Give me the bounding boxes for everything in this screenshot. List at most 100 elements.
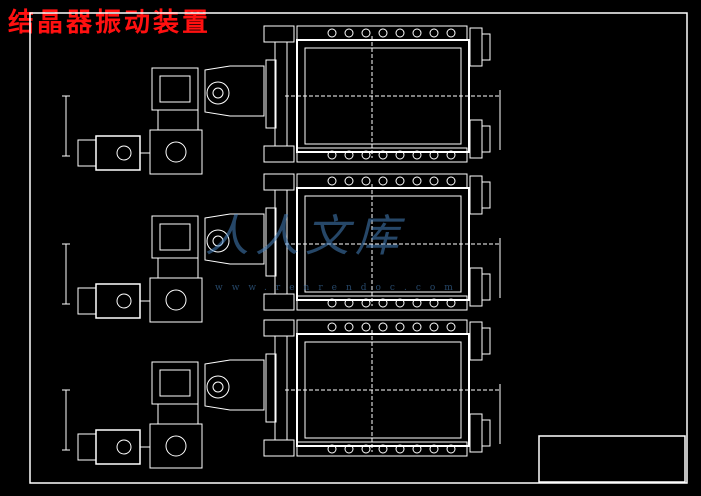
bolt-hole <box>361 444 371 454</box>
gearbox <box>151 67 199 111</box>
right-bolt <box>481 419 491 447</box>
watermark-url: www.renrendoc.com <box>215 283 462 293</box>
right-bolt <box>481 33 491 61</box>
gearbox-inner <box>159 223 191 251</box>
motor <box>95 135 141 171</box>
border-frame <box>29 12 688 484</box>
bolt-hole <box>412 322 422 332</box>
reducer-gear <box>165 435 187 457</box>
motor-end <box>77 287 97 315</box>
bolt-hole <box>429 176 439 186</box>
lever-arm <box>204 359 265 411</box>
bolt-hole <box>361 176 371 186</box>
bolt-hole <box>378 298 388 308</box>
motor-shaft <box>116 439 132 455</box>
bolt-hole <box>395 444 405 454</box>
left-plate <box>265 353 277 423</box>
bolt-hole <box>344 150 354 160</box>
bolt-hole <box>395 298 405 308</box>
motor <box>95 429 141 465</box>
bolt-hole <box>429 28 439 38</box>
bolt-hole <box>446 28 456 38</box>
left-clamp <box>263 439 295 457</box>
top-beam <box>296 25 468 41</box>
gearbox <box>151 361 199 405</box>
left-clamp <box>263 25 295 43</box>
right-flange <box>469 175 483 215</box>
bolt-hole <box>378 176 388 186</box>
drawing-title: 结晶器振动装置 <box>8 8 212 38</box>
left-clamp <box>263 145 295 163</box>
bolt-hole <box>327 28 337 38</box>
eccentric-hub <box>212 235 224 247</box>
lever-arm <box>204 213 265 265</box>
bolt-hole <box>344 298 354 308</box>
left-plate <box>265 59 277 129</box>
bolt-hole <box>378 322 388 332</box>
gearbox-inner <box>159 369 191 397</box>
bolt-hole <box>378 28 388 38</box>
bolt-hole <box>429 150 439 160</box>
top-beam <box>296 173 468 189</box>
bolt-hole <box>446 298 456 308</box>
left-clamp <box>263 319 295 337</box>
bolt-hole <box>446 176 456 186</box>
bolt-hole <box>327 150 337 160</box>
bolt-hole <box>395 28 405 38</box>
vibration-unit <box>62 25 501 175</box>
top-beam <box>296 319 468 335</box>
bolt-hole <box>344 176 354 186</box>
bolt-hole <box>327 322 337 332</box>
vibration-unit <box>62 173 501 323</box>
bolt-hole <box>429 322 439 332</box>
bolt-hole <box>361 150 371 160</box>
left-clamp <box>263 173 295 191</box>
bottom-beam <box>296 441 468 457</box>
left-column <box>274 189 288 295</box>
bolt-hole <box>412 150 422 160</box>
bolt-hole <box>344 28 354 38</box>
motor-shaft <box>116 293 132 309</box>
bolt-hole <box>412 298 422 308</box>
bolt-hole <box>412 444 422 454</box>
gearbox-inner <box>159 75 191 103</box>
bolt-hole <box>395 176 405 186</box>
vibration-units <box>62 25 501 469</box>
left-clamp <box>263 293 295 311</box>
bolt-hole <box>327 444 337 454</box>
coupling <box>157 257 199 279</box>
right-flange <box>469 267 483 307</box>
bolt-hole <box>395 150 405 160</box>
left-plate <box>265 207 277 277</box>
right-bolt <box>481 181 491 209</box>
right-bolt <box>481 327 491 355</box>
bolt-hole <box>412 28 422 38</box>
bolt-hole <box>446 322 456 332</box>
bottom-beam <box>296 295 468 311</box>
bolt-hole <box>361 322 371 332</box>
bolt-hole <box>378 150 388 160</box>
motor-end <box>77 139 97 167</box>
bolt-hole <box>429 298 439 308</box>
eccentric-wheel <box>206 81 230 105</box>
reducer <box>149 277 203 323</box>
coupling <box>157 403 199 425</box>
gearbox <box>151 215 199 259</box>
left-column <box>274 41 288 147</box>
bolt-hole <box>412 176 422 186</box>
bolt-hole <box>344 322 354 332</box>
reducer <box>149 423 203 469</box>
bolt-hole <box>446 150 456 160</box>
vibration-unit <box>62 319 501 469</box>
bolt-hole <box>327 176 337 186</box>
bolt-hole <box>327 298 337 308</box>
right-flange <box>469 119 483 159</box>
right-bolt <box>481 273 491 301</box>
motor-end <box>77 433 97 461</box>
watermark-logo: 人人文库 <box>205 211 405 262</box>
reducer-gear <box>165 141 187 163</box>
motor <box>95 283 141 319</box>
bolt-hole <box>361 298 371 308</box>
reducer-gear <box>165 289 187 311</box>
